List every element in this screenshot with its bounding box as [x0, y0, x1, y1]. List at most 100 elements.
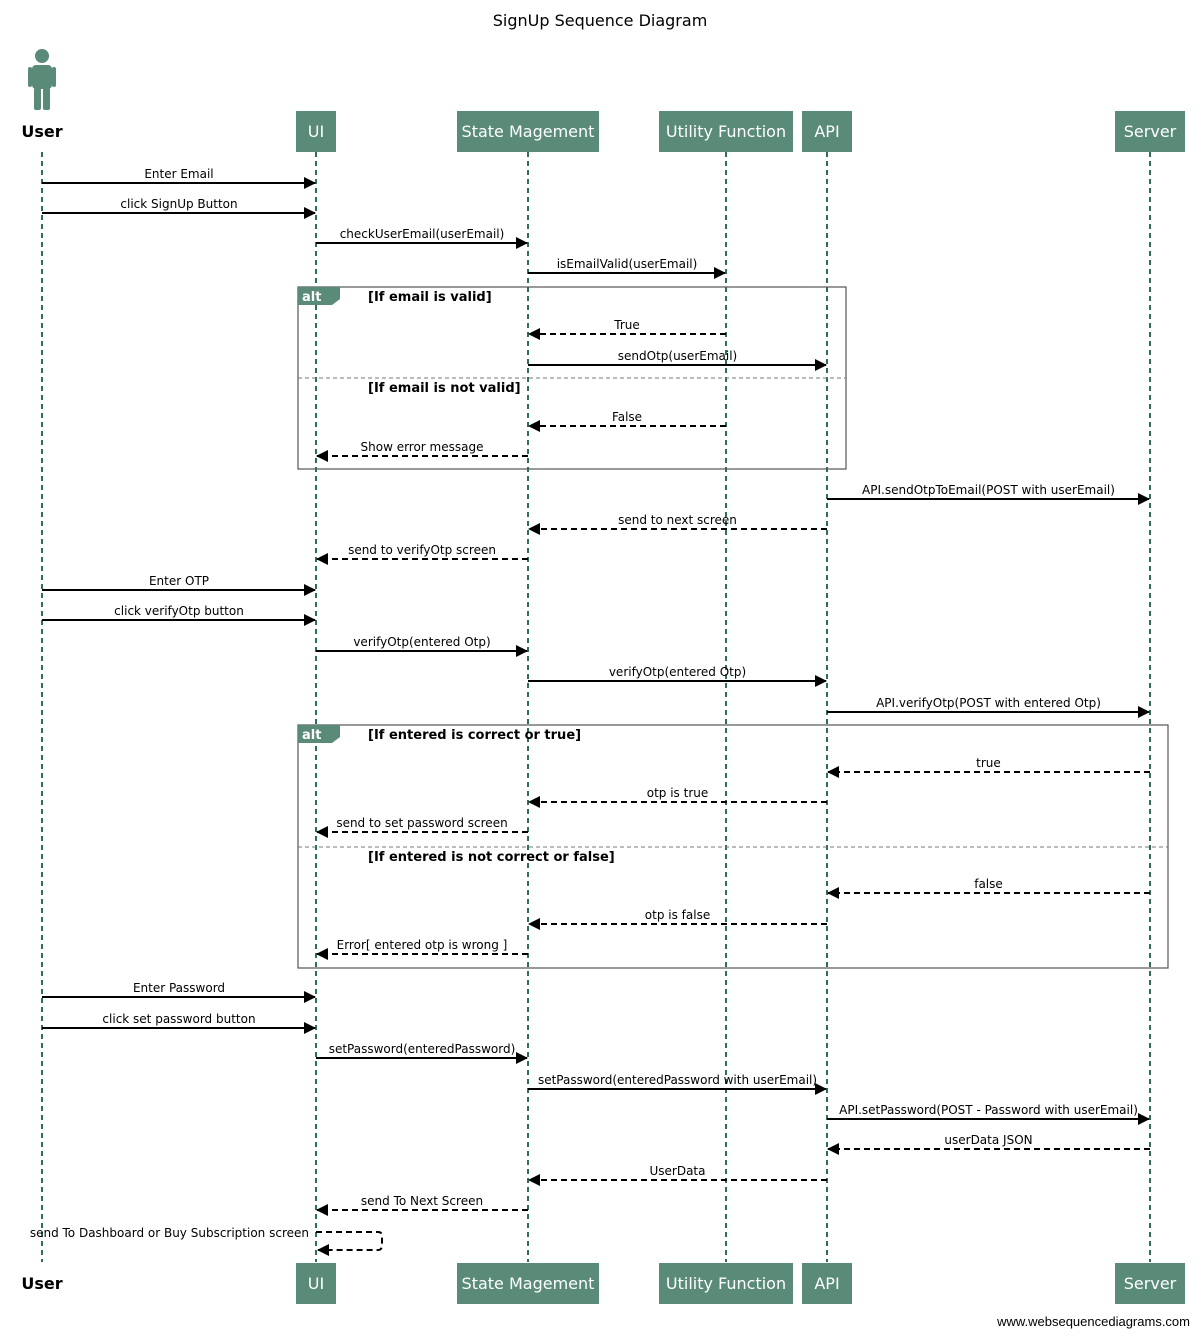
- guard-label: [If entered is correct or true]: [368, 728, 581, 743]
- message-arrow: isEmailValid(userEmail): [528, 257, 726, 279]
- participant-label: User: [21, 122, 62, 141]
- message-arrow: Enter Email: [42, 167, 316, 189]
- participant-ui-bottom: UI: [296, 1263, 336, 1304]
- message-arrow: click set password button: [42, 1012, 316, 1034]
- message-label: verifyOtp(entered Otp): [609, 665, 746, 679]
- message-label: click verifyOtp button: [114, 604, 244, 618]
- participant-label: API: [814, 1274, 839, 1293]
- message-label: otp is true: [647, 786, 709, 800]
- participant-util-bottom: Utility Function: [659, 1263, 793, 1304]
- messages: Enter Email click SignUp Button checkUserE…: [30, 167, 1150, 1256]
- message-arrow: send to set password screen: [316, 816, 528, 838]
- message-label: true: [976, 756, 1001, 770]
- message-arrow: otp is true: [528, 786, 827, 808]
- participant-label: State Magement: [462, 1274, 595, 1293]
- participant-label: Server: [1124, 122, 1177, 141]
- message-label: click set password button: [102, 1012, 255, 1026]
- message-arrow: UserData: [528, 1164, 827, 1186]
- message-label: API.verifyOtp(POST with entered Otp): [876, 696, 1101, 710]
- message-label: isEmailValid(userEmail): [557, 257, 698, 271]
- participant-box: [1115, 1263, 1185, 1304]
- fragment-type: alt: [302, 290, 321, 305]
- participant-box: [457, 1263, 599, 1304]
- message-label: Error[ entered otp is wrong ]: [337, 938, 508, 952]
- message-arrow: userData JSON: [827, 1133, 1150, 1155]
- participant-label: UI: [308, 1274, 324, 1293]
- message-label: Enter Email: [144, 167, 213, 181]
- message-arrow: click verifyOtp button: [42, 604, 316, 626]
- message-label: sendOtp(userEmail): [618, 349, 737, 363]
- participant-label: API: [814, 122, 839, 141]
- fragments: alt [If email is valid] [If email is not v…: [297, 286, 1169, 969]
- message-label: otp is false: [645, 908, 710, 922]
- fragment-tag: [298, 725, 340, 743]
- message-label: click SignUp Button: [120, 197, 237, 211]
- participant-util-top: Utility Function: [659, 111, 793, 152]
- actor-arm-right: [52, 67, 56, 87]
- fragment-type: alt: [302, 728, 321, 743]
- message-label: setPassword(enteredPassword): [329, 1042, 516, 1056]
- participant-user-top: User: [21, 49, 63, 141]
- message-label: False: [612, 410, 642, 424]
- message-label: True: [613, 318, 640, 332]
- participant-state-top: State Magement: [457, 111, 599, 152]
- message-arrow: True: [528, 318, 726, 340]
- participant-box: [659, 1263, 793, 1304]
- participant-box: [802, 1263, 852, 1304]
- participant-box: [296, 1263, 336, 1304]
- message-arrow: verifyOtp(entered Otp): [316, 635, 528, 657]
- actor-leg-right: [43, 88, 50, 110]
- message-label: Show error message: [361, 440, 484, 454]
- participant-label: Utility Function: [666, 122, 786, 141]
- message-label: verifyOtp(entered Otp): [353, 635, 490, 649]
- message-line: [316, 1231, 383, 1256]
- guard-label: [If email is not valid]: [368, 381, 521, 396]
- message-label: API.setPassword(POST - Password with use…: [839, 1103, 1138, 1117]
- participant-ui-top: UI: [296, 111, 336, 152]
- message-label: setPassword(enteredPassword with userEma…: [538, 1073, 817, 1087]
- message-arrow: otp is false: [528, 908, 827, 930]
- message-arrow: Error[ entered otp is wrong ]: [316, 938, 528, 960]
- message-label: send To Dashboard or Buy Subscription sc…: [30, 1226, 309, 1240]
- message-label: userData JSON: [944, 1133, 1032, 1147]
- message-arrow: Enter OTP: [42, 574, 316, 596]
- message-arrow: API.verifyOtp(POST with entered Otp): [827, 696, 1150, 718]
- participant-label: Utility Function: [666, 1274, 786, 1293]
- message-arrow: Show error message: [316, 440, 528, 462]
- participant-api-top: API: [802, 111, 852, 152]
- message-label: Enter Password: [133, 981, 225, 995]
- message-arrow: API.sendOtpToEmail(POST with userEmail): [827, 483, 1150, 505]
- participant-box: [659, 111, 793, 152]
- actor-head: [35, 49, 49, 63]
- message-arrow: Enter Password: [42, 981, 316, 1003]
- message-label: API.sendOtpToEmail(POST with userEmail): [862, 483, 1115, 497]
- actor-arm-left: [28, 67, 32, 87]
- participant-box: [296, 111, 336, 152]
- message-arrow: send To Dashboard or Buy Subscription sc…: [30, 1226, 383, 1256]
- message-label: checkUserEmail(userEmail): [340, 227, 505, 241]
- message-arrow: send To Next Screen: [316, 1194, 528, 1216]
- message-arrow: verifyOtp(entered Otp): [528, 665, 827, 687]
- message-label: UserData: [649, 1164, 705, 1178]
- message-arrow: setPassword(enteredPassword): [316, 1042, 528, 1064]
- message-label: Enter OTP: [149, 574, 209, 588]
- guard-label: [If entered is not correct or false]: [368, 850, 615, 865]
- participant-server-bottom: Server: [1115, 1263, 1185, 1304]
- participant-api-bottom: API: [802, 1263, 852, 1304]
- guard-label: [If email is valid]: [368, 290, 492, 305]
- message-label: false: [974, 877, 1003, 891]
- message-arrow: API.setPassword(POST - Password with use…: [827, 1103, 1150, 1125]
- message-arrow: click SignUp Button: [42, 197, 316, 219]
- participant-label: Server: [1124, 1274, 1177, 1293]
- message-arrow: checkUserEmail(userEmail): [316, 227, 528, 249]
- alt-fragment: alt [If entered is correct or true] [If en…: [297, 724, 1169, 969]
- participant-box: [1115, 111, 1185, 152]
- actor-leg-left: [34, 88, 41, 110]
- message-arrow: setPassword(enteredPassword with userEma…: [528, 1073, 827, 1095]
- diagram-title: SignUp Sequence Diagram: [493, 11, 708, 30]
- participant-label: State Magement: [462, 122, 595, 141]
- message-label: send to verifyOtp screen: [348, 543, 496, 557]
- message-arrow: send to next screen: [528, 513, 827, 535]
- participant-user-bottom: User: [21, 1274, 62, 1293]
